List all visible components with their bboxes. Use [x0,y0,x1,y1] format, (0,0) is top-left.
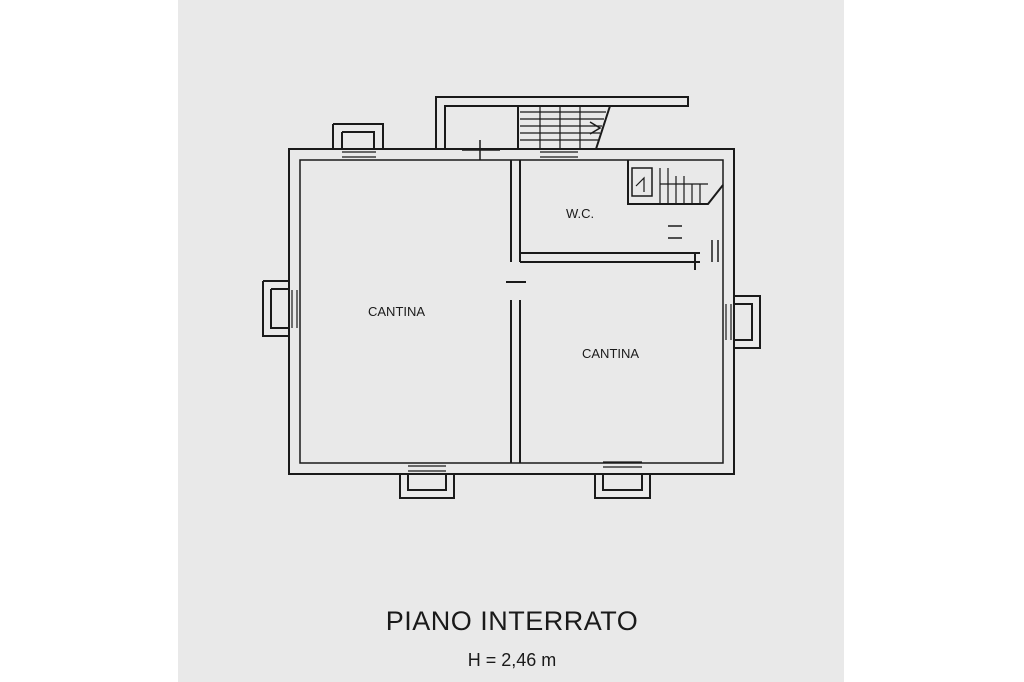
room-label-cantina-left: CANTINA [368,304,426,319]
window-bottom-left-sill [408,465,446,472]
room-label-wc: W.C. [566,206,595,221]
main-stair-arrow [589,121,602,135]
outer-wall-inner [299,159,724,464]
main-stair-outline [517,105,611,150]
outer-wall-outer [288,148,735,475]
door-top [462,140,500,160]
window-right-sill [725,304,732,340]
window-bottom-left [399,474,455,499]
wc-door-mark [668,225,682,239]
room-label-cantina-right: CANTINA [582,346,640,361]
window-right [734,295,761,349]
window-top-left-sill [342,151,376,158]
middle-wall-lower [510,300,521,463]
small-stair-steps [659,168,708,204]
window-left [262,280,289,337]
window-top-mid [540,151,578,158]
plan-title: PIANO INTERRATO [385,606,639,636]
window-bottom-right [594,474,651,499]
height-note: H = 2,46 m [467,650,557,670]
window-bottom-right-sill [603,461,642,468]
wc-small-wall [711,240,719,262]
window-left-sill [291,290,298,328]
small-stair-frame [631,167,653,197]
middle-wall [510,160,521,262]
small-stair-arrow [635,176,645,192]
main-stair-steps [520,106,606,149]
entry-structure [435,96,689,149]
wc-bottom-wall [520,252,700,263]
window-top-left [332,123,384,149]
